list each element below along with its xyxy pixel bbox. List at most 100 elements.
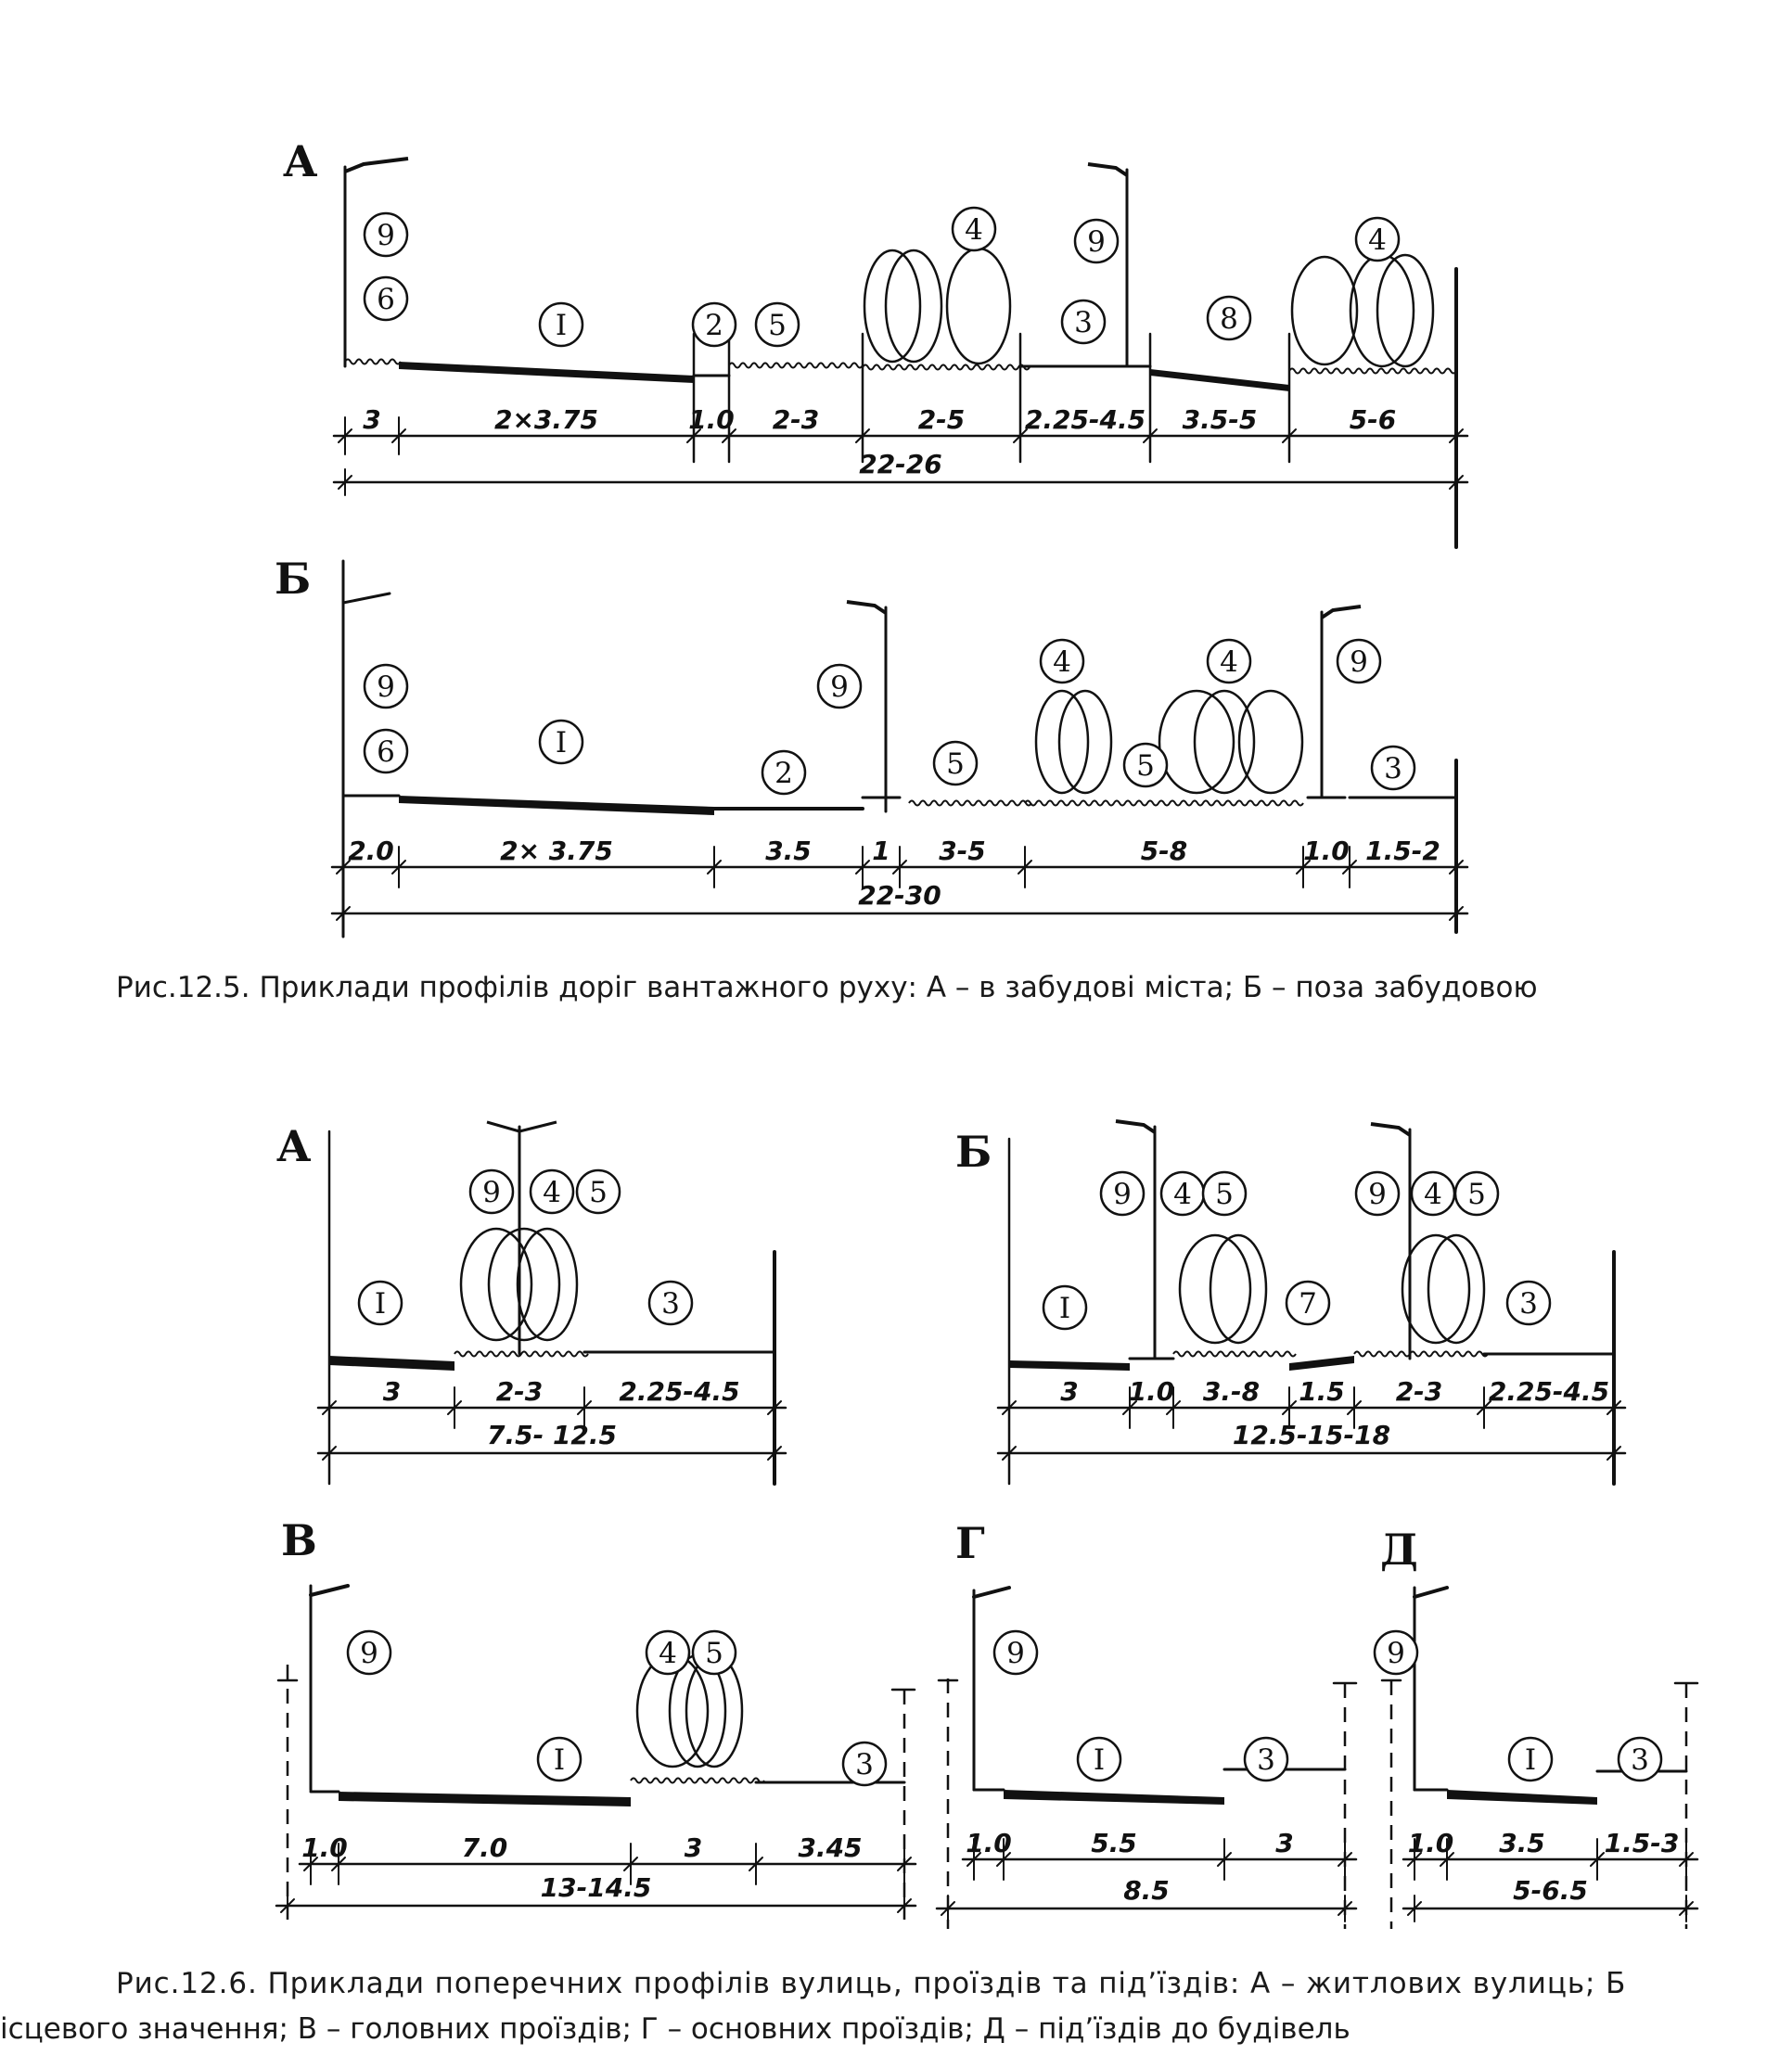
dimension-label: 2-3	[496, 1376, 544, 1407]
dimension-label: 1.0	[1303, 836, 1350, 866]
dimension-label: 3.-8	[1203, 1376, 1260, 1407]
legend-marker-9: 9	[1099, 1170, 1146, 1217]
marker-circle	[1076, 1736, 1122, 1782]
marker-circle	[1370, 745, 1416, 791]
panel-letter: Г	[955, 1518, 985, 1568]
marker-number: 9	[360, 1637, 378, 1670]
marker-number: 2	[705, 309, 723, 342]
marker-number: 9	[1006, 1637, 1025, 1670]
marker-number: 3	[1074, 306, 1093, 339]
dimension-label: 1.0	[966, 1828, 1012, 1858]
tree-crown	[863, 249, 922, 364]
legend-marker-3: 3	[841, 1741, 888, 1787]
lamp-arm	[341, 592, 391, 605]
marker-number: 7	[1299, 1287, 1317, 1321]
marker-circle	[536, 1736, 582, 1782]
legend-marker-5: 5	[1453, 1170, 1500, 1217]
dimension-slash	[1013, 428, 1028, 443]
dimension-label: 5-8	[1141, 836, 1188, 866]
marker-number: I	[556, 726, 567, 760]
marker-circle	[357, 1280, 403, 1326]
dimension-slash	[749, 1857, 763, 1871]
dimension-slash	[1606, 1446, 1621, 1461]
marker-circle	[363, 728, 409, 774]
dimension-slash	[897, 1857, 912, 1871]
tree-crown	[487, 1227, 561, 1342]
dimension-slash	[996, 1852, 1011, 1867]
marker-number: I	[556, 309, 567, 342]
dimension-slash	[1679, 1852, 1694, 1867]
dimension-label: 5-6.5	[1513, 1875, 1588, 1906]
dimension-label: 2× 3.75	[500, 836, 613, 866]
dimension-slash	[338, 428, 352, 443]
tree-crown	[1034, 689, 1090, 795]
dimension-label: 1.0	[301, 1832, 348, 1863]
legend-marker-9: 9	[1354, 1170, 1401, 1217]
dimension-slash	[1166, 1400, 1181, 1415]
marker-circle	[1285, 1280, 1331, 1326]
lamp-arm	[1370, 1122, 1412, 1137]
dimension-slash	[897, 1898, 912, 1913]
legend-marker-3: 3	[647, 1280, 694, 1326]
marker-number: 4	[1220, 645, 1238, 679]
marker-circle	[363, 211, 409, 258]
tree-crown	[1193, 689, 1256, 795]
legend-marker-9: 9	[346, 1629, 392, 1676]
marker-number: I	[375, 1287, 386, 1321]
legend-marker-5: 5	[691, 1629, 737, 1676]
lawn-surface	[908, 799, 1032, 807]
dimension-slash	[1002, 1400, 1017, 1415]
dimension-slash	[1407, 1901, 1422, 1916]
marker-number: 8	[1220, 302, 1238, 336]
marker-number: 5	[1136, 749, 1155, 783]
dimension-label: 22-26	[859, 449, 942, 479]
lawn-surface	[630, 1777, 765, 1784]
lamp-arm	[1413, 1586, 1449, 1599]
panel-letter: Б	[275, 554, 311, 604]
carriageway	[399, 362, 694, 383]
marker-number: 4	[659, 1637, 677, 1670]
carriageway	[1289, 1356, 1354, 1371]
marker-number: 9	[830, 670, 849, 704]
marker-circle	[363, 663, 409, 709]
legend-marker-9: 9	[1373, 1629, 1419, 1676]
legend-marker-2: 2	[691, 301, 737, 348]
dimension-slash	[855, 428, 870, 443]
marker-circle	[529, 1168, 575, 1215]
marker-number: I	[1525, 1743, 1536, 1777]
dimension-label: 7.0	[462, 1832, 508, 1863]
dimension-label: 1.0	[1129, 1376, 1175, 1407]
legend-marker-7: 7	[1285, 1280, 1331, 1326]
dimension-slash	[336, 860, 351, 874]
legend-marker-9: 9	[816, 663, 863, 709]
marker-circle	[1042, 1284, 1088, 1331]
legend-marker-6: 6	[363, 728, 409, 774]
dimension-label: 3.5	[765, 836, 812, 866]
panel-letter: Б	[955, 1127, 992, 1177]
dimension-slash	[966, 1852, 981, 1867]
dimension-label: 2.25-4.5	[619, 1376, 739, 1407]
legend-marker-5: 5	[754, 301, 800, 348]
marker-circle	[1201, 1170, 1248, 1217]
carriageway	[1150, 369, 1289, 391]
dimension-slash	[1018, 860, 1032, 874]
legend-marker-9: 9	[468, 1168, 515, 1215]
legend-marker-9: 9	[992, 1629, 1039, 1676]
legend-marker-4: 4	[951, 206, 997, 252]
street-lamp	[1370, 1122, 1412, 1360]
marker-number: 9	[377, 219, 395, 252]
marker-number: 4	[1368, 223, 1387, 257]
carriageway	[399, 796, 714, 815]
lawn-surface	[1024, 799, 1304, 807]
dimension-label: 1.5-3	[1605, 1828, 1680, 1858]
lawn-surface	[454, 1350, 589, 1358]
dimension-slash	[1217, 1852, 1232, 1867]
dimension-label: 2-3	[773, 404, 820, 435]
dimension-slash	[1002, 1446, 1017, 1461]
marker-number: 3	[661, 1287, 680, 1321]
